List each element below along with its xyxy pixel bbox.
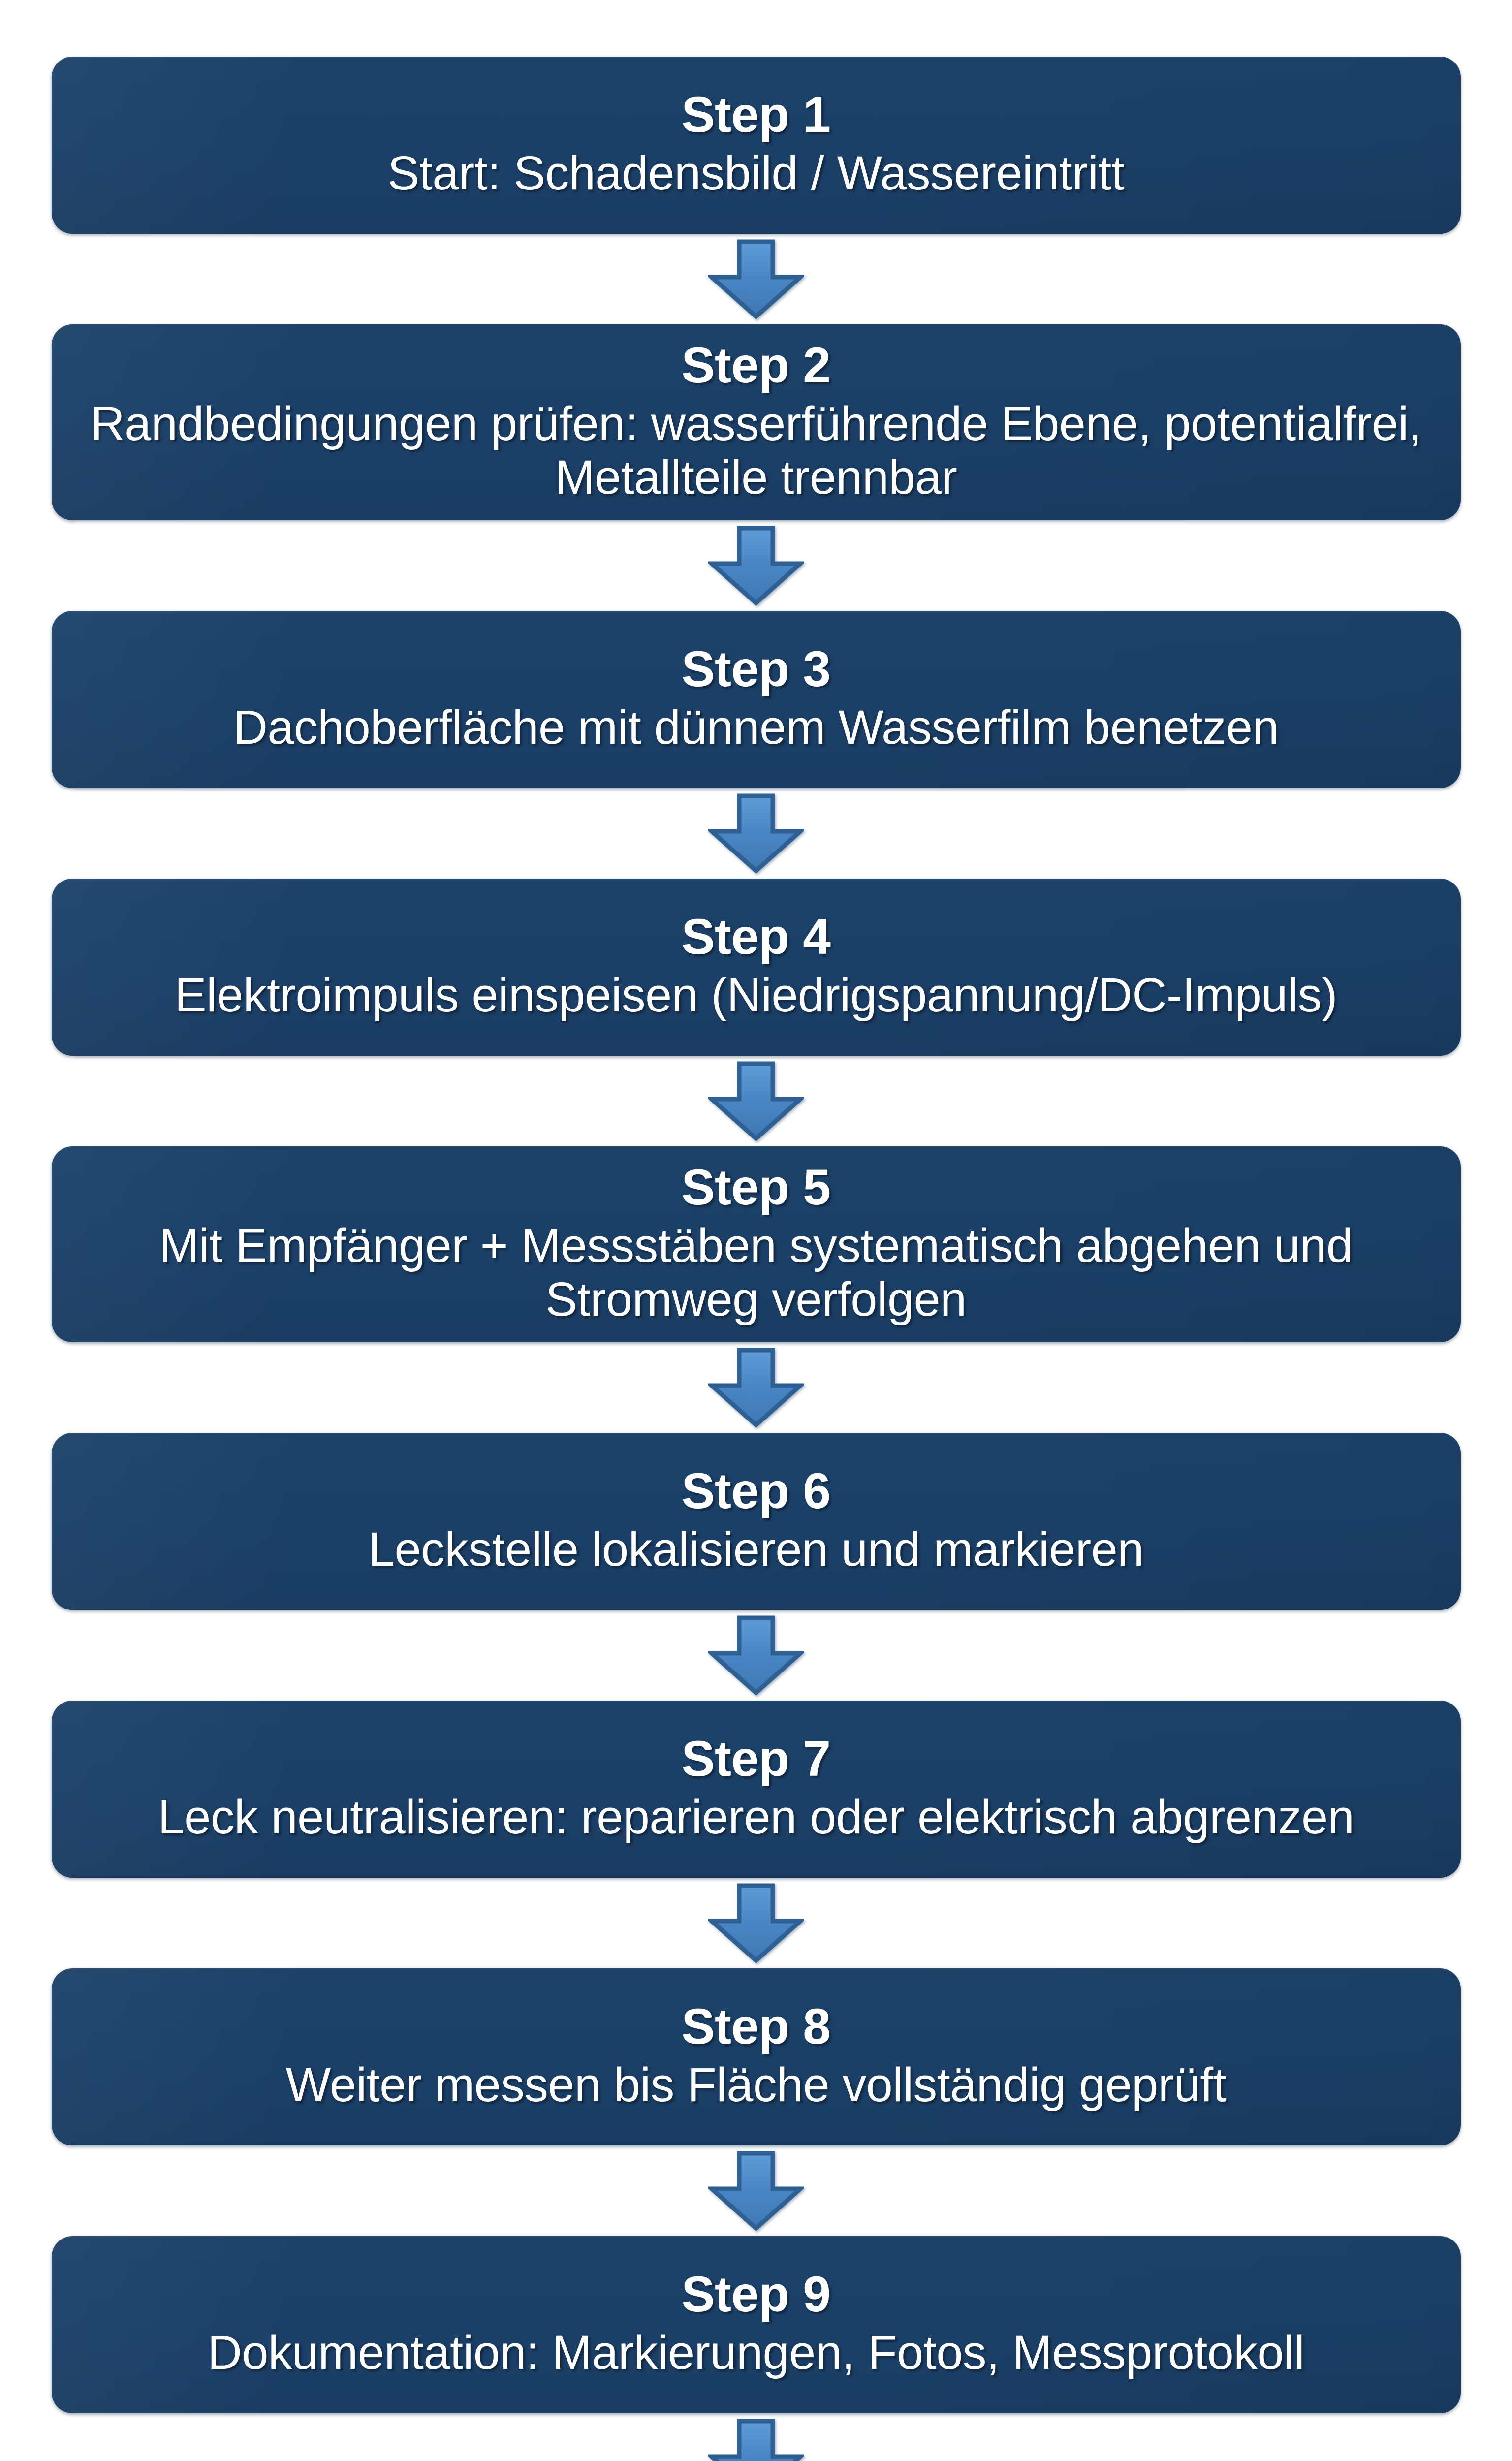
arrow-down-icon bbox=[708, 793, 804, 874]
step-description-9: Dokumentation: Markierungen, Fotos, Mess… bbox=[207, 2326, 1305, 2380]
step-description-2: Randbedingungen prüfen: wasserführende E… bbox=[90, 396, 1422, 504]
step-description-8: Weiter messen bis Fläche vollständig gep… bbox=[285, 2058, 1227, 2112]
arrow-down-icon bbox=[708, 525, 804, 606]
step-title-7: Step 7 bbox=[681, 1731, 831, 1787]
step-title-6: Step 6 bbox=[681, 1463, 831, 1519]
step-description-5: Mit Empfänger + Messstäben systematisch … bbox=[159, 1218, 1353, 1326]
step-title-5: Step 5 bbox=[681, 1159, 831, 1215]
step-title-8: Step 8 bbox=[681, 1998, 831, 2055]
step-title-9: Step 9 bbox=[681, 2266, 831, 2323]
step-title-3: Step 3 bbox=[681, 641, 831, 697]
step-title-4: Step 4 bbox=[681, 909, 831, 965]
step-description-6: Leckstelle lokalisieren und markieren bbox=[368, 1522, 1144, 1577]
step-title-2: Step 2 bbox=[681, 337, 831, 393]
arrow-down-icon bbox=[708, 2150, 804, 2231]
step-description-7: Leck neutralisieren: reparieren oder ele… bbox=[158, 1790, 1354, 1844]
step-description-4: Elektroimpuls einspeisen (Niedrigspannun… bbox=[174, 968, 1338, 1022]
step-description-1: Start: Schadensbild / Wassereintritt bbox=[387, 146, 1125, 200]
step-description-3: Dachoberfläche mit dünnem Wasserfilm ben… bbox=[233, 700, 1279, 755]
arrow-down-icon bbox=[708, 1615, 804, 1696]
arrow-down-icon bbox=[708, 1061, 804, 1141]
arrow-down-icon bbox=[708, 1347, 804, 1428]
arrow-down-icon bbox=[708, 239, 804, 319]
arrow-down-icon bbox=[708, 2418, 804, 2461]
arrow-down-icon bbox=[708, 1883, 804, 1963]
step-title-1: Step 1 bbox=[681, 87, 831, 143]
